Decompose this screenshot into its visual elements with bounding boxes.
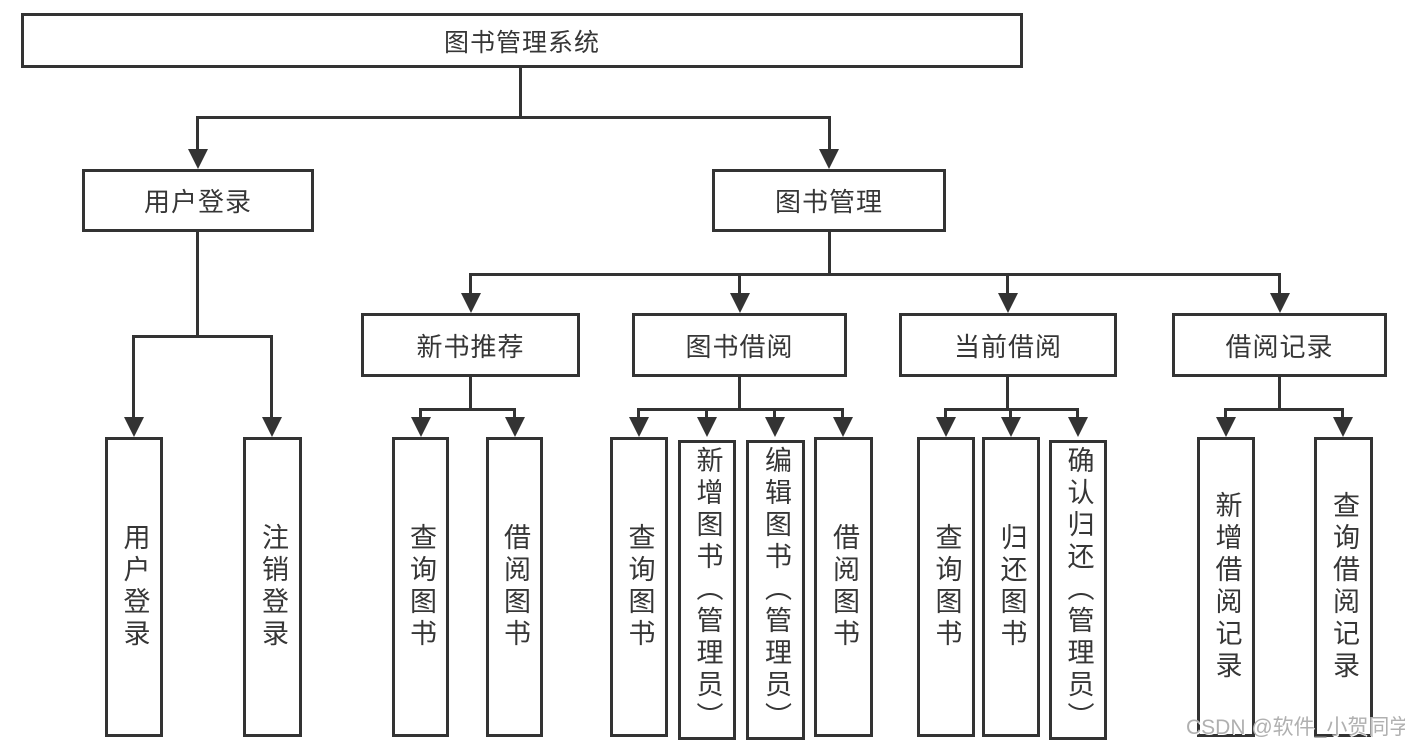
node-user-login: 用户登录 — [82, 169, 314, 232]
arrowhead-borrow-books-borrowing — [833, 417, 853, 437]
arrowhead-new-book-recommend — [461, 293, 481, 313]
node-current-borrowing: 当前借阅 — [899, 313, 1117, 377]
edge-root-splitter — [196, 116, 831, 119]
edge-drop-query-borrow-record — [1341, 408, 1344, 417]
node-book-borrowing: 图书借阅 — [632, 313, 847, 377]
edge-borrow-records-stem — [1278, 377, 1281, 408]
leaf-query-books-borrowing-label: 查询图书 — [624, 523, 655, 651]
arrowhead-query-books-current — [936, 417, 956, 437]
leaf-logout: 注销登录 — [243, 437, 302, 737]
leaf-edit-books-admin: 编辑图书（管理员） — [746, 440, 805, 740]
arrowhead-edit-books-admin — [765, 417, 785, 437]
leaf-logout-label: 注销登录 — [258, 523, 288, 651]
node-current-borrowing-label: 当前借阅 — [953, 331, 1062, 362]
leaf-query-borrow-record-label: 查询借阅记录 — [1329, 491, 1359, 683]
leaf-return-books: 归还图书 — [982, 437, 1040, 737]
node-book-borrowing-label: 图书借阅 — [685, 331, 794, 362]
edge-drop-book-management — [828, 116, 831, 149]
node-new-book-recommend-label: 新书推荐 — [416, 331, 525, 362]
arrowhead-add-borrow-record — [1216, 417, 1236, 437]
arrowhead-book-management — [819, 149, 839, 169]
leaf-query-books-current-label: 查询图书 — [931, 523, 962, 651]
edge-drop-borrow-books-borrowing — [841, 408, 844, 417]
edge-drop-add-books-admin — [705, 408, 708, 417]
edge-level3-splitter — [469, 273, 1281, 276]
arrowhead-leaf-user-login — [124, 417, 144, 437]
arrowhead-leaf-logout — [262, 417, 282, 437]
edge-drop-query-books-recommend — [419, 408, 422, 417]
arrowhead-query-borrow-record — [1333, 417, 1353, 437]
node-new-book-recommend: 新书推荐 — [361, 313, 580, 377]
edge-user-login-splitter — [132, 335, 273, 338]
edge-drop-borrow-records — [1278, 273, 1281, 293]
node-borrow-records-label: 借阅记录 — [1225, 331, 1334, 362]
node-root: 图书管理系统 — [21, 13, 1023, 68]
leaf-query-books-recommend-label: 查询图书 — [406, 523, 436, 651]
edge-current-borrowing-stem — [1006, 377, 1009, 408]
leaf-borrow-books-recommend-label: 借阅图书 — [500, 523, 530, 651]
arrowhead-borrow-books-recommend — [505, 417, 525, 437]
edge-drop-leaf-user-login — [132, 335, 135, 417]
edge-drop-user-login — [196, 116, 199, 149]
edge-drop-book-borrowing — [738, 273, 741, 293]
edge-borrow-records-splitter — [1224, 408, 1344, 411]
arrowhead-user-login — [188, 149, 208, 169]
edge-book-borrowing-splitter — [637, 408, 844, 411]
node-borrow-records: 借阅记录 — [1172, 313, 1387, 377]
csdn-watermark: CSDN @软件_小贺同学 — [1186, 716, 1405, 739]
edge-drop-leaf-logout — [270, 335, 273, 417]
leaf-user-login-label: 用户登录 — [119, 523, 150, 651]
edge-drop-current-borrowing — [1006, 273, 1009, 293]
arrowhead-query-books-recommend — [411, 417, 431, 437]
leaf-borrow-books-borrowing-label: 借阅图书 — [829, 523, 859, 651]
leaf-edit-books-admin-label: 编辑图书（管理员） — [761, 446, 791, 734]
arrowhead-return-books — [1001, 417, 1021, 437]
node-user-login-label: 用户登录 — [143, 187, 252, 217]
node-root-label: 图书管理系统 — [443, 28, 600, 57]
edge-drop-edit-books-admin — [773, 408, 776, 417]
edge-drop-return-books — [1009, 408, 1012, 417]
arrowhead-query-books-borrowing — [629, 417, 649, 437]
edge-new-book-recommend-stem — [469, 377, 472, 408]
leaf-query-books-recommend: 查询图书 — [392, 437, 449, 737]
edge-drop-query-books-current — [944, 408, 947, 417]
leaf-return-books-label: 归还图书 — [996, 523, 1027, 651]
leaf-add-borrow-record-label: 新增借阅记录 — [1211, 491, 1242, 683]
edge-drop-add-borrow-record — [1224, 408, 1227, 417]
leaf-query-borrow-record: 查询借阅记录 — [1314, 437, 1373, 737]
edge-drop-borrow-books-recommend — [513, 408, 516, 417]
edge-drop-confirm-return-admin — [1076, 408, 1079, 417]
edge-book-borrowing-stem — [738, 377, 741, 408]
arrowhead-add-books-admin — [697, 417, 717, 437]
leaf-query-books-borrowing: 查询图书 — [610, 437, 668, 737]
arrowhead-book-borrowing — [730, 293, 750, 313]
leaf-borrow-books-recommend: 借阅图书 — [486, 437, 543, 737]
arrowhead-current-borrowing — [998, 293, 1018, 313]
leaf-confirm-return-admin-label: 确认归还（管理员） — [1063, 446, 1094, 734]
leaf-query-books-current: 查询图书 — [917, 437, 975, 737]
leaf-confirm-return-admin: 确认归还（管理员） — [1049, 440, 1107, 740]
edge-root-stem — [519, 66, 522, 116]
edge-book-management-stem — [828, 232, 831, 273]
leaf-add-books-admin: 新增图书（管理员） — [678, 440, 736, 740]
arrowhead-confirm-return-admin — [1068, 417, 1088, 437]
node-book-management-label: 图书管理 — [774, 187, 883, 217]
edge-drop-query-books-borrowing — [637, 408, 640, 417]
leaf-add-books-admin-label: 新增图书（管理员） — [692, 446, 723, 734]
leaf-add-borrow-record: 新增借阅记录 — [1197, 437, 1255, 737]
arrowhead-borrow-records — [1270, 293, 1290, 313]
node-book-management: 图书管理 — [712, 169, 946, 232]
leaf-borrow-books-borrowing: 借阅图书 — [814, 437, 873, 737]
edge-drop-new-book-recommend — [469, 273, 472, 293]
edge-user-login-stem — [196, 232, 199, 335]
leaf-user-login: 用户登录 — [105, 437, 163, 737]
edge-new-book-recommend-splitter — [419, 408, 516, 411]
